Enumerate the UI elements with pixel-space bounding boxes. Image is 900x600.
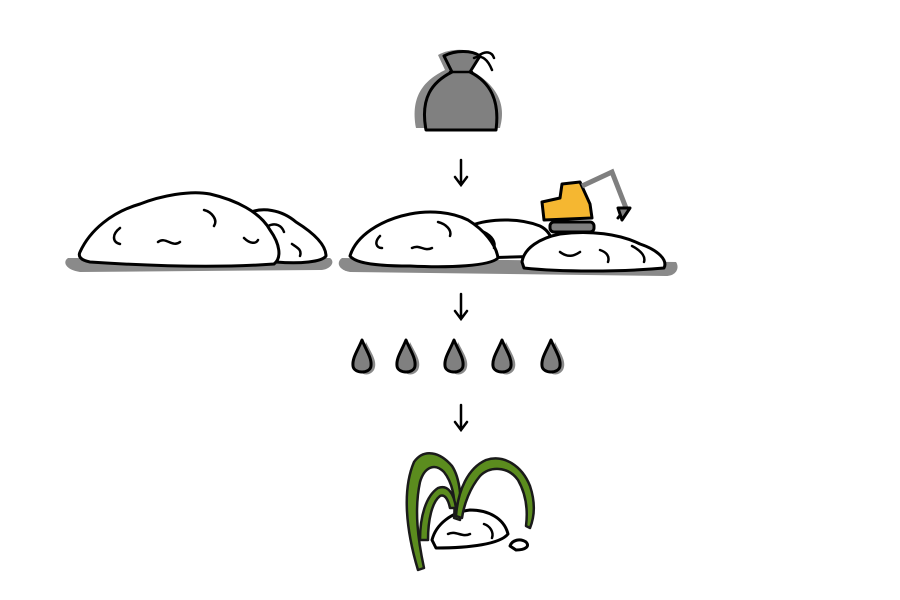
contaminated-plant-icon xyxy=(405,452,535,572)
leachate-drop-icon xyxy=(443,338,465,374)
arrow-down-icon xyxy=(453,292,469,322)
excavator-icon xyxy=(540,168,632,234)
arrow-down-icon xyxy=(453,403,469,433)
landfill-pile-right xyxy=(338,210,678,276)
leachate-drops xyxy=(351,338,565,375)
leachate-drop-icon xyxy=(540,338,562,374)
leachate-drop-icon xyxy=(351,338,373,374)
landfill-pile-left xyxy=(65,191,333,272)
arrow-down-icon xyxy=(453,158,469,188)
garbage-bag-icon xyxy=(414,49,503,132)
leachate-drop-icon xyxy=(395,338,417,374)
leachate-drop-icon xyxy=(491,338,513,374)
